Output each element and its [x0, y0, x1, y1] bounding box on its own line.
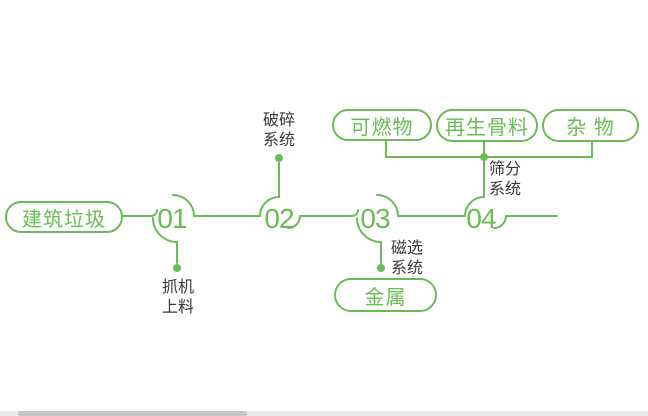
step03-dot [377, 264, 385, 272]
step-label-crushing-system: 破碎 系统 [262, 112, 296, 149]
output-pill-metal: 金属 [334, 278, 437, 312]
step-label-grab-feeding: 抓机 上料 [162, 279, 195, 316]
output-pill-combustible: 可燃物 [332, 109, 432, 141]
step01-dot [173, 264, 181, 272]
horizontal-scrollbar-thumb[interactable] [18, 411, 247, 416]
step-number-02: 02 [264, 203, 294, 234]
step01-top-arc-to-step02 [172, 194, 261, 217]
step-number-01: 01 [157, 203, 187, 234]
horizontal-scrollbar-track[interactable] [0, 411, 648, 416]
step04-up-arc [464, 159, 485, 217]
output-pill-misc-label: 杂 物 [566, 117, 615, 139]
screening-outputs-connector [385, 140, 593, 158]
step-label-magnetic-separation-system: 磁选 系统 [391, 240, 424, 277]
step-number-03: 03 [360, 203, 390, 234]
output-pill-misc: 杂 物 [542, 109, 639, 142]
output-pill-recycled-aggregate-label: 再生骨料 [445, 117, 529, 139]
line-source-to-step01 [122, 209, 158, 217]
step01-bottom-arc [152, 217, 178, 264]
step03-top-arc-to-step04 [376, 194, 466, 217]
output-pill-recycled-aggregate: 再生骨料 [436, 109, 538, 142]
step04-comma-arc [493, 215, 507, 229]
source-pill-label: 建筑垃圾 [22, 208, 106, 231]
screening-junction-dot [480, 153, 488, 161]
line-step02-to-step03 [299, 209, 359, 217]
output-pill-metal-label: 金属 [364, 286, 407, 309]
step02-comma-arc [287, 215, 301, 229]
step03-bottom-arc [356, 217, 382, 264]
step-number-04: 04 [466, 203, 496, 234]
step02-dot [275, 154, 283, 162]
source-pill-construction-waste: 建筑垃圾 [5, 201, 123, 233]
step-label-screening-system: 筛分 系统 [489, 161, 522, 198]
output-pill-combustible-label: 可燃物 [350, 116, 414, 139]
step02-up-arc [259, 162, 280, 217]
